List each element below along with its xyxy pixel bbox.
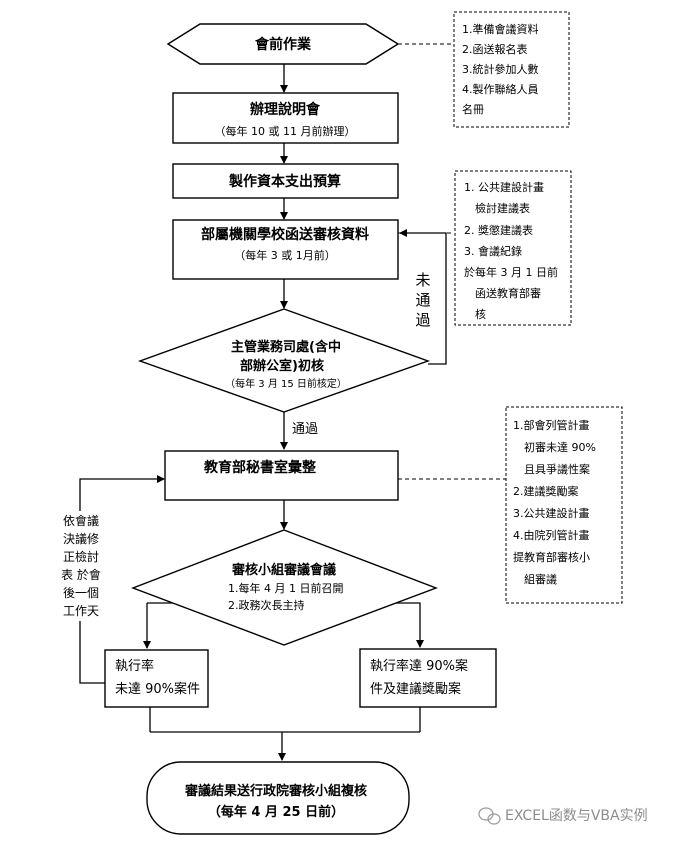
svg-text:檢討建議表: 檢討建議表 xyxy=(475,201,530,215)
svg-text:4.製作聯絡人員: 4.製作聯絡人員 xyxy=(462,82,539,96)
svg-text:組審議: 組審議 xyxy=(524,572,557,586)
svg-text:3.統計參加人數: 3.統計參加人數 xyxy=(462,62,539,76)
final-node: 審議結果送行政院審核小組複核 （每年 4 月 25 日前） xyxy=(146,761,410,835)
svg-text:1.部會列管計畫: 1.部會列管計畫 xyxy=(513,418,590,432)
review-line-2: 部辦公室)初核 xyxy=(240,358,324,374)
review-note: （每年 3 月 15 日前核定） xyxy=(225,377,347,390)
svg-text:3.公共建設計畫: 3.公共建設計畫 xyxy=(513,506,590,520)
svg-text:於每年 3 月 1 日前: 於每年 3 月 1 日前 xyxy=(464,265,558,279)
svg-text:決議修: 決議修 xyxy=(63,531,99,546)
briefing-title: 辦理說明會 xyxy=(250,101,321,118)
pre-meeting-label: 會前作業 xyxy=(254,36,312,53)
group-meeting-title: 審核小組審議會議 xyxy=(231,562,336,578)
budget-label: 製作資本支出預算 xyxy=(228,173,341,190)
watermark-text: EXCEL函数与VBA实例 xyxy=(505,808,648,824)
pre-meeting-node: 會前作業 xyxy=(166,23,400,65)
under-90-node: 執行率 未達 90%案件 xyxy=(104,649,209,708)
svg-text:工作天: 工作天 xyxy=(63,604,99,618)
svg-text:表 於會: 表 於會 xyxy=(61,567,101,582)
svg-text:核: 核 xyxy=(475,307,486,321)
svg-text:未: 未 xyxy=(415,271,430,289)
review-node: 主管業務司處(含中 部辦公室)初核 （每年 3 月 15 日前核定） xyxy=(137,308,431,413)
connectors xyxy=(79,43,506,761)
svg-text:1. 公共建設計畫: 1. 公共建設計畫 xyxy=(464,180,544,194)
feedback-label: 依會議 決議修 正檢討 表 於會 後一個 工作天 xyxy=(55,511,107,621)
wechat-logo-icon xyxy=(478,807,501,825)
svg-text:過: 過 xyxy=(415,311,430,329)
svg-text:3. 會議紀錄: 3. 會議紀錄 xyxy=(464,244,522,258)
briefing-node: 辦理說明會 （每年 10 或 11 月前辦理） xyxy=(172,92,399,144)
svg-text:且具爭議性案: 且具爭議性案 xyxy=(524,462,590,476)
svg-text:2.函送報名表: 2.函送報名表 xyxy=(462,42,528,56)
svg-text:提教育部審核小: 提教育部審核小 xyxy=(513,550,590,564)
submit-note: （每年 3 或 1月前） xyxy=(234,248,336,262)
svg-text:初審未達 90%: 初審未達 90% xyxy=(524,440,596,454)
svg-text:4.由院列管計畫: 4.由院列管計畫 xyxy=(513,528,590,542)
svg-text:正檢討: 正檢討 xyxy=(63,549,99,564)
submit-node: 部屬機關學校函送審核資料 （每年 3 或 1月前） xyxy=(172,219,399,280)
watermark: EXCEL函数与VBA实例 xyxy=(478,807,648,825)
under-90-line-2: 未達 90%案件 xyxy=(115,682,200,697)
under-90-line-1: 執行率 xyxy=(115,658,154,674)
passed-label: 通過 xyxy=(292,422,318,437)
secretariat-node: 教育部秘書室彙整 xyxy=(164,450,399,501)
group-meeting-note-2: 2.政務次長主持 xyxy=(228,598,305,612)
svg-text:後一個: 後一個 xyxy=(63,586,99,600)
secretariat-label: 教育部秘書室彙整 xyxy=(204,459,317,476)
svg-text:通: 通 xyxy=(415,291,430,309)
svg-text:名冊: 名冊 xyxy=(462,102,484,116)
budget-node: 製作資本支出預算 xyxy=(172,163,399,199)
group-meeting-node: 審核小組審議會議 1.每年 4 月 1 日前召開 2.政務次長主持 xyxy=(131,529,438,646)
briefing-note: （每年 10 或 11 月前辦理） xyxy=(215,124,356,138)
not-passed-label: 未 通 過 xyxy=(415,271,430,329)
over-90-line-2: 件及建議獎勵案 xyxy=(370,681,461,697)
prep-note: 1.準備會議資料 2.函送報名表 3.統計參加人數 4.製作聯絡人員 名冊 xyxy=(453,11,570,128)
svg-text:2. 獎懲建議表: 2. 獎懲建議表 xyxy=(464,223,533,237)
review-line-1: 主管業務司處(含中 xyxy=(231,339,341,355)
svg-text:1.準備會議資料: 1.準備會議資料 xyxy=(462,22,539,36)
svg-text:2.建議獎勵案: 2.建議獎勵案 xyxy=(513,484,579,498)
svg-text:依會議: 依會議 xyxy=(63,513,99,528)
group-meeting-note-1: 1.每年 4 月 1 日前召開 xyxy=(228,581,343,595)
secretariat-docs-note: 1.部會列管計畫 初審未達 90% 且具爭議性案 2.建議獎勵案 3.公共建設計… xyxy=(505,406,623,604)
over-90-line-1: 執行率達 90%案 xyxy=(370,658,468,674)
submit-title: 部屬機關學校函送審核資料 xyxy=(201,226,369,243)
over-90-node: 執行率達 90%案 件及建議獎勵案 xyxy=(359,648,497,708)
final-line-1: 審議結果送行政院審核小組複核 xyxy=(184,783,367,799)
final-line-2: （每年 4 月 25 日前） xyxy=(208,804,344,820)
submit-docs-note: 1. 公共建設計畫 檢討建議表 2. 獎懲建議表 3. 會議紀錄 於每年 3 月… xyxy=(454,170,572,326)
svg-text:函送教育部審: 函送教育部審 xyxy=(475,286,541,300)
